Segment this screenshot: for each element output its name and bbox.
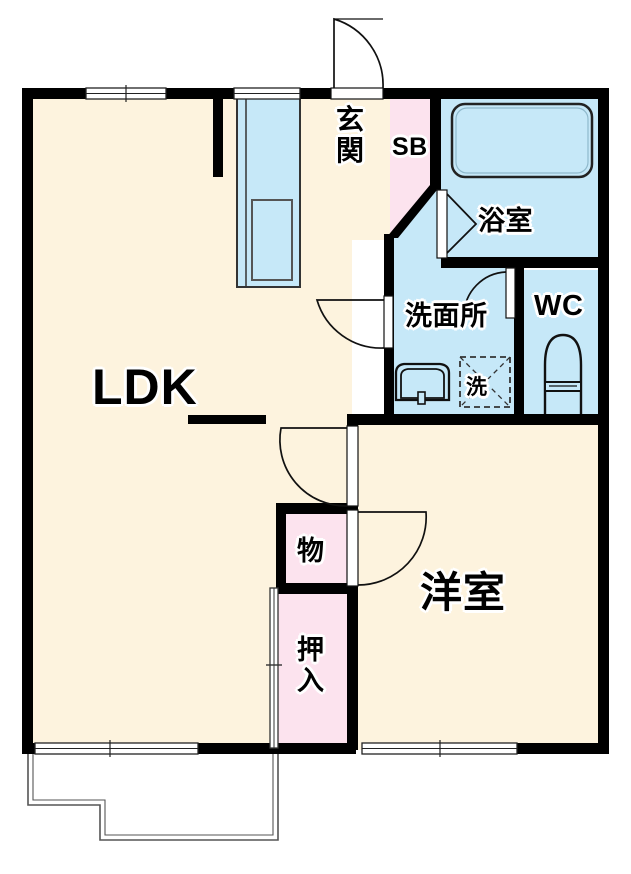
western-room-door-swing (279, 427, 348, 507)
hall-floor (300, 92, 392, 240)
oshiire-floor (276, 588, 355, 750)
sb-floor (390, 92, 432, 187)
mono-floor (283, 508, 355, 588)
door-swings (279, 17, 507, 586)
balcony (27, 754, 279, 841)
yoshitsu-floor (352, 419, 603, 750)
window-top-left (85, 85, 167, 102)
vanity-sink (394, 362, 451, 405)
window-ldk-balcony (34, 740, 199, 757)
bathroom-folding-door (446, 193, 478, 254)
toilet (543, 333, 583, 420)
entrance-door-swing (333, 17, 384, 89)
toilet-door-swing (463, 271, 507, 316)
windows (34, 85, 518, 757)
storage-closet-door-swing (357, 511, 428, 586)
window-top-kitchen (233, 87, 301, 100)
washroom-door-swing (315, 299, 385, 349)
washing-machine-square (459, 356, 511, 408)
door-jambs (330, 87, 516, 587)
window-room-balcony (361, 740, 518, 757)
kitchen-counter (236, 95, 301, 288)
closet-sliding-door (266, 587, 282, 749)
bathtub (450, 102, 594, 179)
